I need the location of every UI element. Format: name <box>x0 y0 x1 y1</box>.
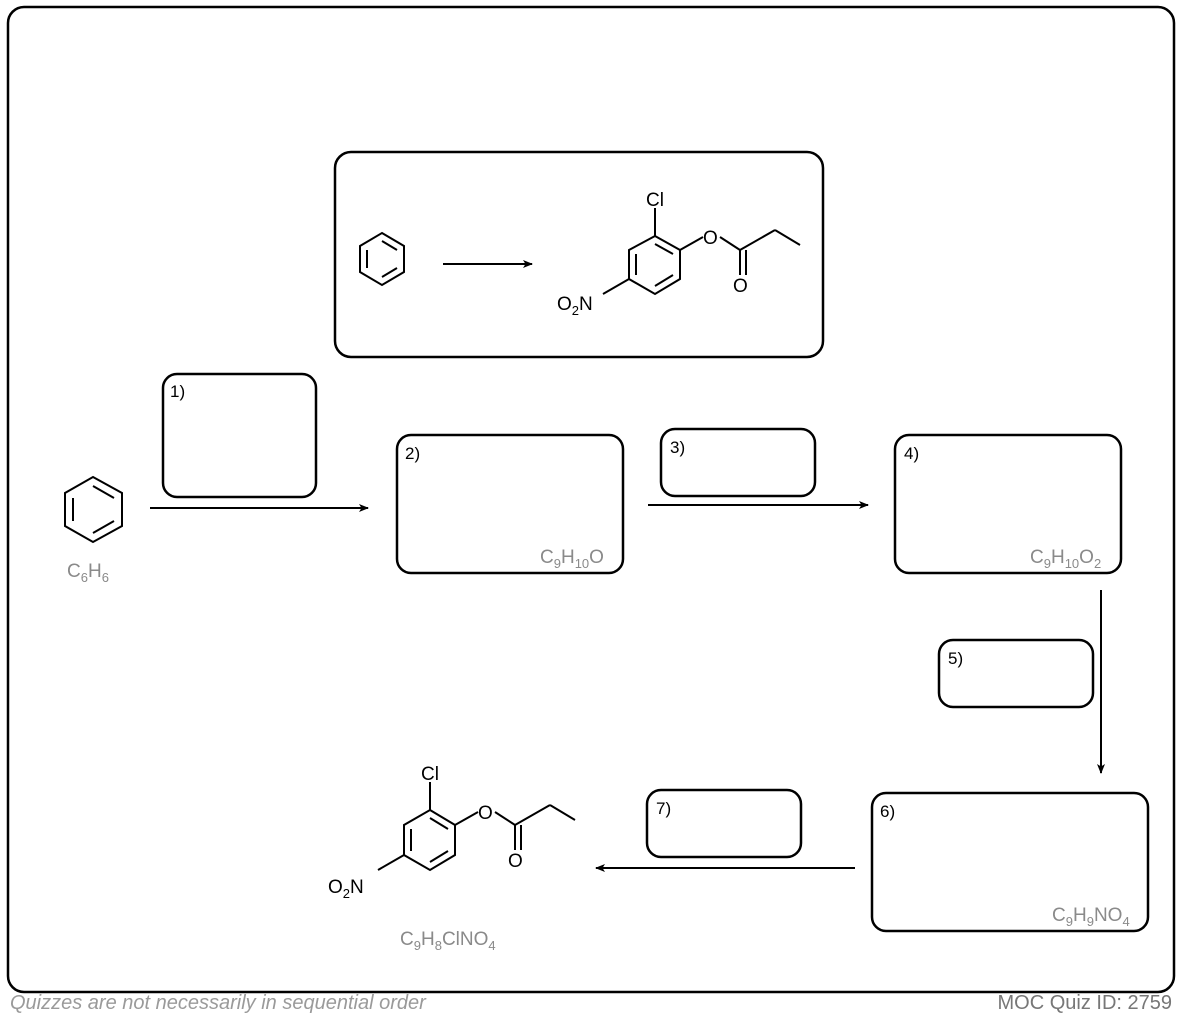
product-ester-o-label: O <box>478 803 493 824</box>
outer-frame <box>6 5 1176 994</box>
question-ester-o-label: O <box>703 228 718 249</box>
step-1-box[interactable] <box>161 372 318 499</box>
product-molecule <box>377 782 576 872</box>
start-benzene <box>64 475 123 544</box>
question-box <box>333 150 825 359</box>
step-4-label: 4) <box>904 444 919 463</box>
start-formula: C6H6 <box>67 561 109 585</box>
step-2-box[interactable] <box>395 433 625 575</box>
step-6-label: 6) <box>880 802 895 821</box>
question-cl-label: Cl <box>646 190 664 211</box>
product-nitro-label: O2N <box>328 877 364 901</box>
step-4-box[interactable] <box>893 433 1123 575</box>
step-3-label: 3) <box>670 438 685 457</box>
step-6-formula: C9H9NO4 <box>1052 905 1130 929</box>
question-carbonyl-o-label: O <box>733 276 748 297</box>
step-1-label: 1) <box>170 382 185 401</box>
question-target-molecule <box>602 208 801 296</box>
step-5-label: 5) <box>948 649 963 668</box>
step-7-box[interactable] <box>645 788 803 859</box>
question-nitro-label: O2N <box>557 294 593 318</box>
footer-note: Quizzes are not necessarily in sequentia… <box>10 992 426 1014</box>
step-7-label: 7) <box>656 799 671 818</box>
step-2-label: 2) <box>405 444 420 463</box>
question-start-benzene <box>359 231 405 287</box>
step-6-box[interactable] <box>870 791 1150 933</box>
product-formula: C9H8ClNO4 <box>400 929 496 953</box>
step-4-formula: C9H10O2 <box>1030 547 1101 571</box>
quiz-id: MOC Quiz ID: 2759 <box>997 992 1172 1014</box>
product-cl-label: Cl <box>421 764 439 785</box>
step-3-box[interactable] <box>659 427 817 498</box>
step-2-formula: C9H10O <box>540 547 604 571</box>
product-carbonyl-o-label: O <box>508 851 523 872</box>
step-5-box[interactable] <box>937 638 1095 709</box>
